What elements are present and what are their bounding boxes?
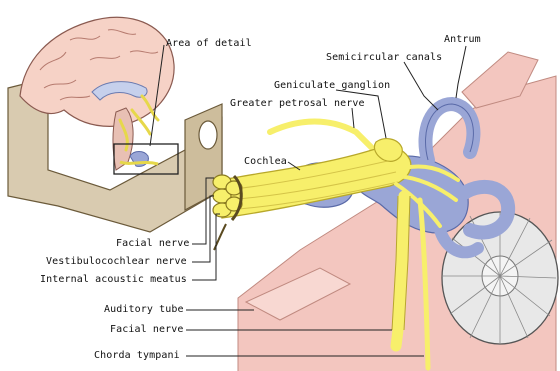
area-of-detail-label: Area of detail (166, 38, 252, 50)
chorda-tympani-label: Chorda tympani (94, 350, 180, 362)
internal-acoustic-meatus-bundles (213, 175, 242, 250)
semicircular-canals-leader (404, 62, 438, 110)
geniculate-ganglion-label: Geniculate ganglion (274, 80, 390, 92)
inset-nerve-detail (120, 162, 158, 164)
antrum-label: Antrum (444, 34, 481, 46)
greater-petrosal-nerve-leader (352, 108, 354, 128)
greater-petrosal-nerve (270, 122, 372, 149)
ear-canal-opening (199, 121, 217, 149)
facial-nerve-lower-label: Facial nerve (110, 324, 183, 336)
vestibulocochlear-nerve-label: Vestibulocochlear nerve (46, 256, 187, 268)
brainstem (113, 108, 133, 170)
semicircular-canals-label: Semicircular canals (326, 52, 442, 64)
greater-petrosal-nerve-label: Greater petrosal nerve (230, 98, 365, 110)
cochlea-label: Cochlea (244, 156, 287, 168)
internal-acoustic-meatus-label: Internal acoustic meatus (40, 274, 187, 286)
facial-nerve-upper-label: Facial nerve (116, 238, 189, 250)
auditory-tube-label: Auditory tube (104, 304, 184, 316)
